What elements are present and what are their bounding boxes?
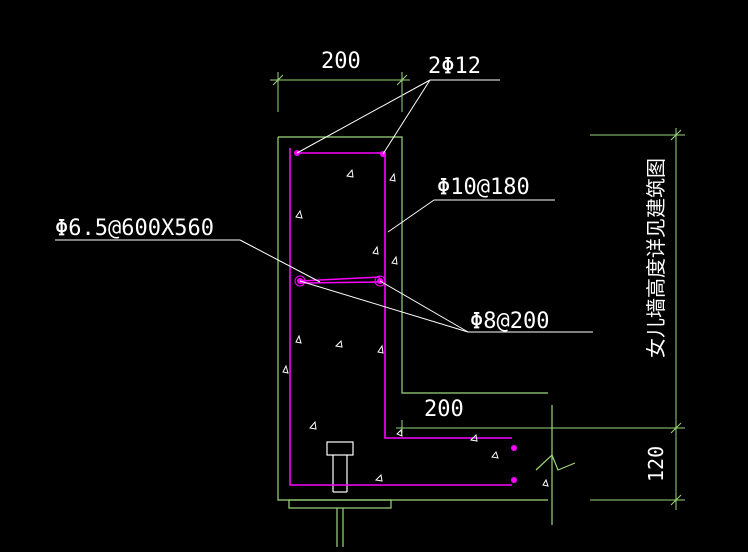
concrete-outline [277, 136, 576, 547]
dim-top-tick-left [272, 74, 284, 86]
bottom-beam-bracket [288, 499, 392, 509]
leader-phi65 [239, 239, 321, 283]
dim-right-tick-bot [670, 494, 682, 506]
tie-ring-left [294, 275, 306, 287]
rebar-group [289, 148, 512, 486]
anchor-head [326, 441, 354, 456]
leader-2phi12-a [296, 79, 431, 154]
tie-bar-link-2 [299, 281, 381, 284]
anchor-post [326, 441, 354, 493]
dim-right-tick-top [670, 129, 682, 141]
annotation-vertical-bars: Φ10@180 [437, 175, 530, 200]
break-zigzag [535, 453, 576, 471]
parapet-left-edge [277, 137, 548, 501]
leader-phi10 [387, 199, 435, 233]
annotation-horizontal-bars: Φ8@200 [470, 309, 549, 334]
concrete-aggregate [282, 168, 549, 487]
outer-stirrup [289, 148, 512, 486]
dim-top-width-text: 200 [321, 49, 361, 74]
leader-phi8-a [299, 280, 469, 333]
dim-slab-width-text: 200 [424, 397, 464, 422]
leader-lines [55, 79, 593, 333]
tie-ring-right [374, 275, 386, 287]
wall-height-note: 女儿墙高度详见建筑图 [644, 158, 668, 358]
leader-phi8-b [379, 280, 469, 333]
annotation-tie-bars: Φ6.5@600X560 [55, 216, 214, 241]
rebar-rings [294, 275, 386, 287]
dim-right-tick-mid [670, 422, 682, 434]
parapet-and-slab-outline [278, 136, 548, 394]
annotation-top-bars: 2Φ12 [428, 54, 481, 79]
leader-2phi12-b [382, 79, 431, 155]
inner-vertical-bar [297, 152, 512, 439]
slab-bar-top [511, 445, 517, 451]
tie-bar-link [299, 276, 381, 282]
dim-top-tick-right [396, 74, 408, 86]
dimension-lines [270, 72, 685, 510]
dim-slab-thickness-text: 120 [644, 446, 668, 482]
slab-bar-bottom [511, 477, 517, 483]
